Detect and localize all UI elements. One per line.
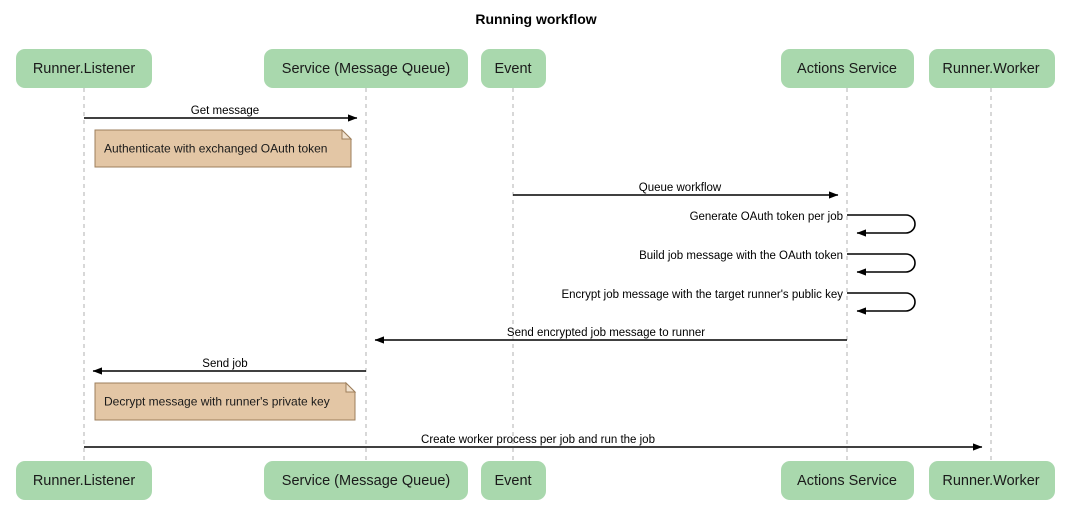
message-label: Encrypt job message with the target runn… (561, 289, 843, 301)
message-label: Send job (202, 358, 247, 370)
message-self-loop[interactable] (847, 292, 916, 315)
message-send-encrypted-job-message-to-runner[interactable]: Send encrypted job message to runner (374, 327, 847, 344)
participant-label: Service (Message Queue) (282, 61, 450, 77)
lifelines-layer (83, 88, 992, 461)
note-body (94, 129, 352, 168)
note-fold-corner (341, 128, 353, 140)
note-authenticate-with-exchanged-oauth-token: Authenticate with exchanged OAuth token (94, 128, 353, 168)
participant-box[interactable] (481, 461, 546, 500)
message-send-job[interactable]: Send job (92, 358, 366, 375)
message-self-loop[interactable] (847, 214, 916, 237)
participants-bottom: Runner.Listener Service (Message Queue) … (16, 461, 1055, 500)
participant-box[interactable] (481, 49, 546, 88)
participant-box[interactable] (929, 461, 1055, 500)
message-label: Generate OAuth token per job (690, 211, 843, 223)
participant-bottom-actions-service[interactable]: Actions Service (781, 461, 914, 500)
participant-box[interactable] (16, 461, 152, 500)
note-body (94, 382, 356, 421)
message-encrypt-job-message-with-the-target-runners-public-key[interactable]: Encrypt job message with the target runn… (561, 289, 916, 315)
message-create-worker-process-per-job-and-run-the-job[interactable]: Create worker process per job and run th… (84, 434, 983, 451)
participant-bottom-event[interactable]: Event (481, 461, 546, 500)
participant-box[interactable] (781, 49, 914, 88)
message-self-loop[interactable] (847, 253, 916, 276)
participant-bottom-service-message-queue[interactable]: Service (Message Queue) (264, 461, 468, 500)
participant-label: Actions Service (797, 473, 897, 489)
participant-label: Runner.Worker (942, 61, 1039, 77)
note-label: Authenticate with exchanged OAuth token (104, 142, 327, 156)
message-build-job-message-with-the-oauth-token[interactable]: Build job message with the OAuth token (639, 250, 916, 276)
participant-box[interactable] (264, 461, 468, 500)
participant-top-runner-worker[interactable]: Runner.Worker (929, 49, 1055, 88)
participant-box[interactable] (16, 49, 152, 88)
participant-label: Runner.Worker (942, 473, 1039, 489)
participant-label: Runner.Listener (33, 473, 136, 489)
participant-label: Actions Service (797, 61, 897, 77)
participants-top: Runner.Listener Service (Message Queue) … (16, 49, 1055, 88)
participant-top-event[interactable]: Event (481, 49, 546, 88)
participant-bottom-runner-listener[interactable]: Runner.Listener (16, 461, 152, 500)
message-label: Queue workflow (639, 182, 722, 194)
note-label: Decrypt message with runner's private ke… (104, 395, 330, 409)
participant-box[interactable] (781, 461, 914, 500)
message-generate-oauth-token-per-job[interactable]: Generate OAuth token per job (690, 211, 916, 237)
message-get-message[interactable]: Get message (84, 105, 358, 122)
participant-label: Event (494, 473, 531, 489)
message-label: Send encrypted job message to runner (507, 327, 705, 339)
message-label: Create worker process per job and run th… (421, 434, 655, 446)
message-queue-workflow[interactable]: Queue workflow (513, 182, 839, 199)
participant-label: Service (Message Queue) (282, 473, 450, 489)
note-decrypt-message-with-runners-private-key: Decrypt message with runner's private ke… (94, 381, 357, 421)
participant-top-actions-service[interactable]: Actions Service (781, 49, 914, 88)
message-label: Get message (191, 105, 259, 117)
participant-bottom-runner-worker[interactable]: Runner.Worker (929, 461, 1055, 500)
participant-label: Event (494, 61, 531, 77)
participant-top-service-message-queue[interactable]: Service (Message Queue) (264, 49, 468, 88)
participant-box[interactable] (929, 49, 1055, 88)
diagram-title: Running workflow (475, 11, 596, 27)
participant-box[interactable] (264, 49, 468, 88)
message-label: Build job message with the OAuth token (639, 250, 843, 262)
participant-label: Runner.Listener (33, 61, 136, 77)
participant-top-runner-listener[interactable]: Runner.Listener (16, 49, 152, 88)
note-fold-corner (345, 381, 357, 393)
